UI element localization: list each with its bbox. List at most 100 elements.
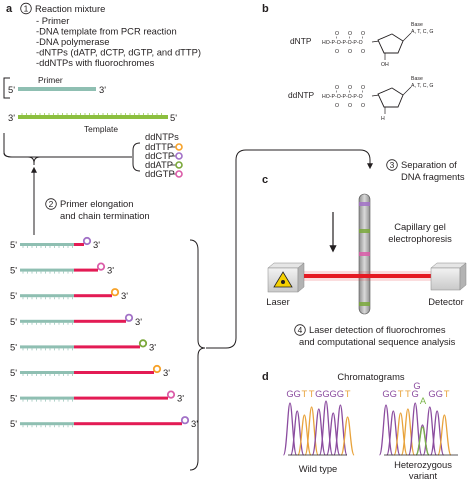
trace-peak (333, 404, 348, 456)
primer-strand (18, 87, 96, 91)
step-3-number: 3 (390, 160, 395, 170)
fragment-5prime: 5' (10, 367, 17, 378)
fragment-extension (74, 294, 112, 298)
ddntp-label: ddTTP (145, 141, 173, 152)
template-3prime: 3' (8, 112, 15, 123)
reaction-mixture-list: - Primer-DNA template from PCR reaction-… (36, 15, 201, 68)
fragment-extension (74, 243, 84, 246)
heterozygous-label-line2: variant (409, 470, 438, 479)
capillary-band (359, 229, 370, 233)
svg-text:O: O (361, 31, 365, 37)
fluorochrome-icon (175, 170, 183, 178)
sugar-ring (377, 87, 404, 108)
step-2-number: 2 (49, 199, 54, 209)
mixture-item: -DNA template from PCR reaction (36, 26, 177, 37)
sequence-base: T (444, 388, 450, 399)
svg-text:O: O (348, 103, 352, 109)
mixture-connector-left (3, 133, 126, 158)
trace-peak (340, 416, 355, 456)
trace-peak (400, 408, 416, 456)
sugar-ring (377, 33, 404, 54)
step-1-title: Reaction mixture (35, 3, 105, 14)
fluorochrome-icon (175, 152, 183, 160)
step-3-line1: Separation of (401, 159, 457, 170)
fragment-extension (74, 345, 140, 349)
svg-text:Base: Base (411, 76, 423, 82)
step-4-line1: Laser detection of fluorochromes (309, 324, 446, 335)
capillary-band (359, 202, 370, 206)
step-2-line1: Primer elongation (60, 198, 133, 209)
step-3-circle (386, 159, 398, 171)
svg-text:H: H (381, 116, 385, 122)
svg-text:HO-P-O-P-O-P-O: HO-P-O-P-O-P-O (322, 40, 363, 46)
trace-peak (378, 404, 394, 456)
primer-label: Primer (38, 75, 63, 85)
step-4-line2: and computational sequence analysis (299, 336, 456, 347)
fragment-primer (20, 422, 74, 426)
fragment-primer (20, 243, 74, 246)
sequence-base: G (390, 388, 397, 399)
fragment-primer (20, 345, 74, 349)
chromatograms-title: Chromatograms (337, 371, 405, 382)
fluorochrome-icon (175, 161, 183, 169)
ddntp-label: ddNTP (288, 90, 314, 100)
svg-text:A, T, C, G: A, T, C, G (411, 83, 433, 89)
ddntps-title: ddNTPs (145, 131, 179, 142)
svg-text:O: O (348, 85, 352, 91)
a-to-c-connector (206, 149, 373, 349)
step-2-circle (45, 198, 57, 210)
svg-text:A, T, C, G: A, T, C, G (411, 29, 433, 35)
panel-d-letter: d (262, 371, 269, 383)
capillary-bands (359, 202, 370, 306)
dntp-label: dNTP (290, 36, 312, 46)
primer-5prime: 5' (8, 84, 15, 95)
step-2-line2: and chain termination (60, 210, 150, 221)
panel-a: a 1 Reaction mixture - Primer-DNA templa… (3, 2, 206, 471)
fragment-5prime: 5' (10, 316, 17, 327)
capillary-label-line2: electrophoresis (388, 233, 452, 244)
panel-b: b dNTP ddNTP HO-P-O-P-O-P-OOOOOOOBaseA, … (262, 3, 433, 122)
sequence-base: T (302, 388, 308, 399)
laser-beam (304, 274, 431, 278)
svg-text:Base: Base (411, 22, 423, 28)
heterozygous-label-line1: Heterozygous (394, 459, 452, 470)
fragment-5prime: 5' (10, 341, 17, 352)
svg-text:O: O (335, 103, 339, 109)
fragment-5prime: 5' (10, 393, 17, 404)
step-1-number: 1 (24, 4, 29, 14)
svg-text:HO-P-O-P-O-P-O: HO-P-O-P-O-P-O (322, 94, 363, 100)
fragments-brace (189, 239, 206, 471)
trace-peak (290, 410, 305, 456)
fragment-3prime: 3' (191, 418, 198, 429)
sequence-base: T (405, 388, 411, 399)
fragment-3prime: 3' (163, 367, 170, 378)
fragment-extension (74, 422, 182, 426)
svg-text:OH: OH (381, 62, 389, 68)
sequence-base: G (382, 388, 389, 399)
fragment-3prime: 3' (93, 239, 100, 250)
step-1-circle (20, 2, 32, 15)
laser-warning-icon (273, 271, 293, 288)
template-strand (18, 115, 168, 119)
template-label: Template (84, 124, 118, 134)
sequence-base: T (398, 388, 404, 399)
fragment-5prime: 5' (10, 418, 17, 429)
trace-peak (282, 402, 298, 456)
fragment-extension (74, 268, 98, 272)
trace-peak (429, 410, 445, 456)
sequence-base: T (309, 388, 315, 399)
trace-peak (326, 412, 341, 456)
trace-peak (297, 414, 312, 456)
mixture-item: -ddNTPs with fluorochromes (36, 57, 155, 68)
sequence-base: G (330, 388, 337, 399)
sequence-base: G (436, 388, 443, 399)
fragment-3prime: 3' (149, 341, 156, 352)
fragment-extension (74, 396, 168, 400)
svg-text:O: O (335, 49, 339, 55)
svg-text:O: O (361, 49, 365, 55)
panel-c: c 3 Separation of DNA fragments Capillar… (262, 159, 467, 347)
terminator-dye-icon (124, 313, 134, 322)
